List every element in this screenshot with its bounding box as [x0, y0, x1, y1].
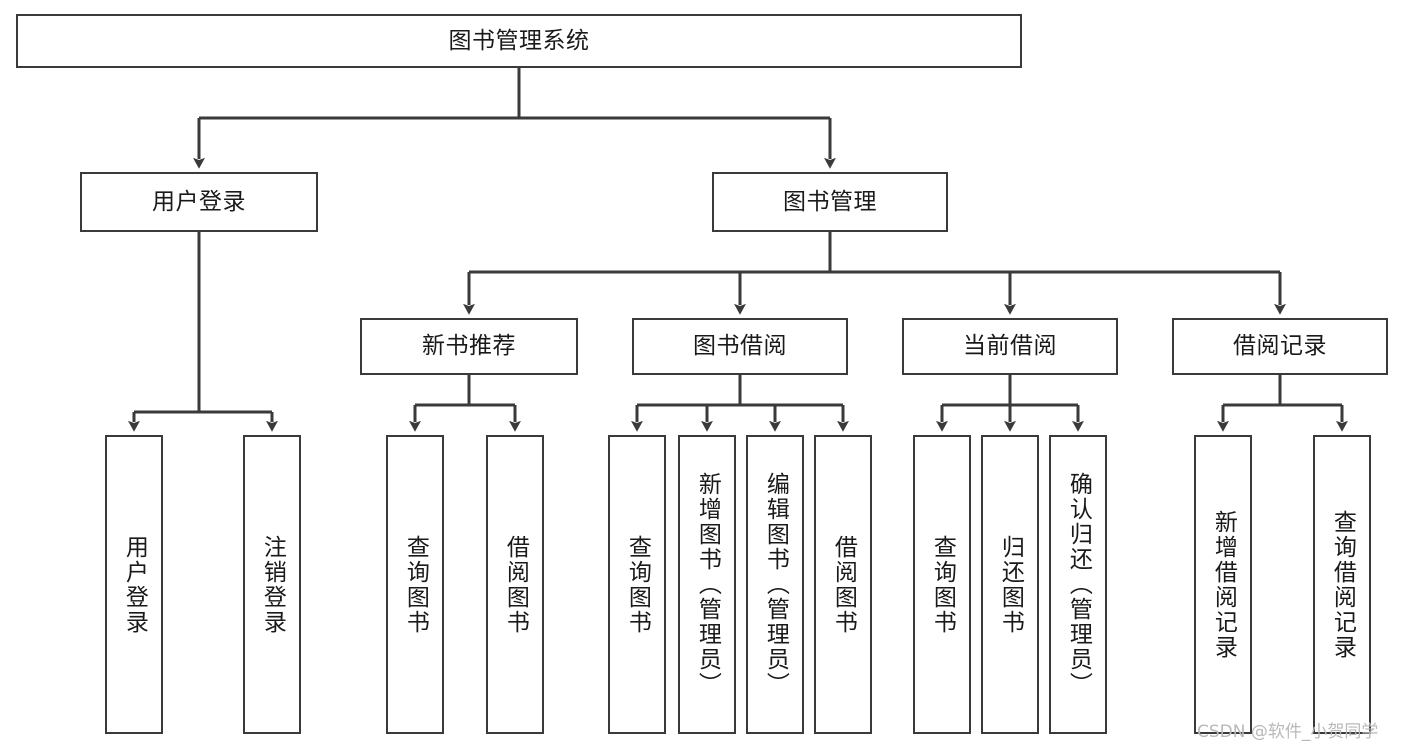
node-label: 用户登录	[121, 534, 148, 635]
node-label: 查询图书	[624, 534, 651, 635]
node-label: 图书借阅	[693, 333, 787, 360]
node-label: 编辑图书（管理员）	[762, 472, 789, 697]
node-label: 图书管理系统	[448, 27, 590, 54]
node-leaf-confirm-return[interactable]: 确认归还（管理员）	[1049, 435, 1107, 734]
node-leaf-user-login[interactable]: 用户登录	[105, 435, 163, 734]
node-label: 查询图书	[929, 534, 956, 635]
node-leaf-user-logout[interactable]: 注销登录	[243, 435, 301, 734]
node-label: 查询借阅记录	[1329, 509, 1356, 660]
node-label: 新书推荐	[422, 333, 516, 360]
node-leaf-borrow-book-1[interactable]: 借阅图书	[486, 435, 544, 734]
node-leaf-borrow-book-2[interactable]: 借阅图书	[814, 435, 872, 734]
node-label: 新增借阅记录	[1210, 509, 1237, 660]
tree-connectors	[128, 68, 1348, 432]
node-newbook[interactable]: 新书推荐	[360, 318, 578, 375]
node-label: 归还图书	[997, 534, 1024, 635]
node-leaf-add-record[interactable]: 新增借阅记录	[1194, 435, 1252, 734]
node-root[interactable]: 图书管理系统	[16, 14, 1022, 68]
node-label: 借阅图书	[502, 534, 529, 635]
node-label: 当前借阅	[963, 333, 1057, 360]
node-leaf-query-book-2[interactable]: 查询图书	[608, 435, 666, 734]
node-leaf-query-record[interactable]: 查询借阅记录	[1313, 435, 1371, 734]
node-label: 注销登录	[259, 534, 286, 635]
node-login[interactable]: 用户登录	[80, 172, 318, 232]
node-label: 查询图书	[402, 534, 429, 635]
node-label: 用户登录	[152, 188, 246, 215]
node-leaf-edit-book[interactable]: 编辑图书（管理员）	[746, 435, 804, 734]
node-record[interactable]: 借阅记录	[1172, 318, 1388, 375]
node-label: 图书管理	[783, 188, 877, 215]
node-leaf-add-book[interactable]: 新增图书（管理员）	[678, 435, 736, 734]
node-books[interactable]: 图书管理	[712, 172, 948, 232]
node-leaf-query-book-3[interactable]: 查询图书	[913, 435, 971, 734]
node-leaf-query-book-1[interactable]: 查询图书	[386, 435, 444, 734]
node-leaf-return-book[interactable]: 归还图书	[981, 435, 1039, 734]
node-label: 借阅记录	[1233, 333, 1327, 360]
node-current[interactable]: 当前借阅	[902, 318, 1118, 375]
node-borrow[interactable]: 图书借阅	[632, 318, 848, 375]
node-label: 新增图书（管理员）	[694, 472, 721, 697]
node-label: 借阅图书	[830, 534, 857, 635]
node-label: 确认归还（管理员）	[1065, 472, 1092, 697]
